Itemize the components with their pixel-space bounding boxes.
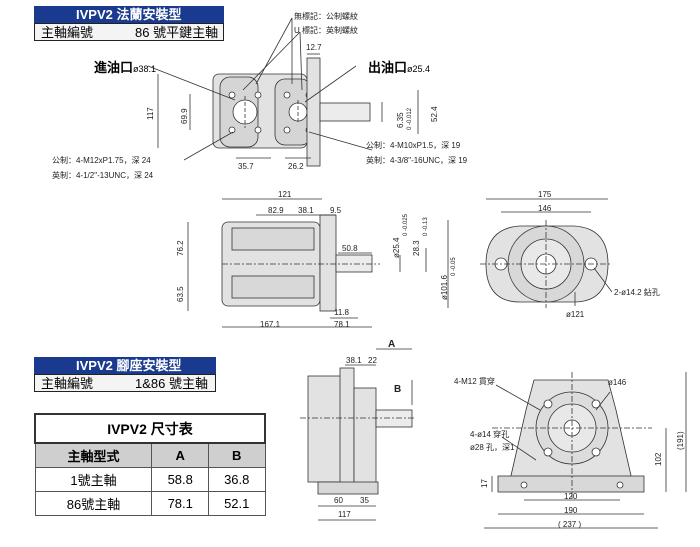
table-cell: 58.8 xyxy=(151,467,209,492)
foot-shaft-value: 1&86 號主軸 xyxy=(135,376,208,391)
inlet-port-size: ø38.1 xyxy=(133,64,157,74)
dim-12-7: 12.7 xyxy=(306,43,322,52)
table-row: 1號主軸 58.8 36.8 xyxy=(34,467,266,492)
dim-120: 120 xyxy=(564,492,578,501)
dim-35-7: 35.7 xyxy=(238,162,254,171)
dim-25-4-tol: 0 -0.025 xyxy=(403,213,409,236)
table-header-b: B xyxy=(207,442,266,468)
dimension-table: IVPV2 尺寸表 主軸型式 A B 1號主軸 58.8 36.8 86號主軸 … xyxy=(34,413,266,516)
dim-17: 17 xyxy=(480,479,489,488)
dim-102: 102 xyxy=(654,452,663,466)
flange-header: IVPV2 法蘭安裝型 xyxy=(34,6,224,23)
table-header-row: 主軸型式 A B xyxy=(34,442,266,468)
dim-146-foot: ø146 xyxy=(608,378,627,387)
table-header-a: A xyxy=(151,442,209,468)
foot-front-view xyxy=(492,372,652,498)
flange-shaft-row: 主軸編號 86 號平鍵主軸 xyxy=(34,23,224,41)
note-holes-14-2: 2-ø14.2 鉆孔 xyxy=(614,288,660,297)
dim-50-8: 50.8 xyxy=(342,244,358,253)
foot-header: IVPV2 腳座安裝型 xyxy=(34,357,216,374)
dim-190: 190 xyxy=(564,506,578,515)
dim-52-4: 52.4 xyxy=(430,106,439,122)
dim-26-2: 26.2 xyxy=(288,162,304,171)
outlet-port-label: 出油口 xyxy=(368,60,408,75)
dim-175: 175 xyxy=(538,190,552,199)
dim-38-1-foot: 38.1 xyxy=(346,356,362,365)
dim-25-4: ø25.4 xyxy=(392,237,401,258)
dim-11-8: 11.8 xyxy=(334,308,349,317)
note-m12: 4-M12 貫穿 xyxy=(454,377,495,386)
dim-a: A xyxy=(388,339,396,350)
dim-35: 35 xyxy=(360,496,369,505)
dim-101-6: ø101.6 xyxy=(440,275,449,300)
dim-146-end: 146 xyxy=(538,204,552,213)
foot-side-view xyxy=(300,367,416,495)
note-imperial-right: 英制：4-3/8"-16UNC，深 19 xyxy=(366,156,468,165)
flange-shaft-value: 86 號平鍵主軸 xyxy=(135,25,219,40)
inlet-port: 進油口ø38.1 xyxy=(94,57,156,76)
dim-82-9: 82.9 xyxy=(268,206,284,215)
dim-22: 22 xyxy=(368,356,377,365)
dim-117-foot: 117 xyxy=(338,510,351,519)
dim-63-5: 63.5 xyxy=(176,286,185,302)
dim-76-2: 76.2 xyxy=(176,240,185,256)
dim-167-1: 167.1 xyxy=(260,320,281,329)
dim-b: B xyxy=(394,384,402,395)
inlet-port-label: 進油口 xyxy=(94,60,134,75)
table-cell: 86號主軸 xyxy=(34,491,153,516)
dim-121: 121 xyxy=(278,190,292,199)
flange-shaft-label: 主軸編號 xyxy=(41,25,94,40)
flange-front-view xyxy=(212,57,371,167)
dim-191: (191) xyxy=(676,431,685,450)
legend-u-mark: U 標記：英制螺紋 xyxy=(294,26,358,35)
dim-69-9: 69.9 xyxy=(180,108,189,124)
note-metric-left: 公制：4-M12xP1.75，深 24 xyxy=(52,156,151,165)
table-cell: 78.1 xyxy=(151,491,209,516)
end-view xyxy=(480,220,612,308)
table-cell: 1號主軸 xyxy=(34,467,153,492)
dim-38-1-side: 38.1 xyxy=(298,206,314,215)
dim-121-circle: ø121 xyxy=(566,310,585,319)
table-cell: 52.1 xyxy=(207,491,266,516)
table-cell: 36.8 xyxy=(207,467,266,492)
dim-60: 60 xyxy=(334,496,343,505)
table-title: IVPV2 尺寸表 xyxy=(34,413,266,444)
outlet-port: 出油口ø25.4 xyxy=(368,57,430,76)
dim-28-3-tol: 0 -0.13 xyxy=(423,217,429,236)
dim-28-3: 28.3 xyxy=(412,240,421,256)
dim-6-35-tol: 0 -0.012 xyxy=(407,107,413,130)
note-28-hole: ø28 孔，深1 xyxy=(470,443,515,452)
note-imperial-left: 英制：4-1/2"-13UNC，深 24 xyxy=(52,171,154,180)
side-view xyxy=(221,214,380,312)
legend-none-mark: 無標記：公制螺紋 xyxy=(294,12,358,21)
outlet-port-size: ø25.4 xyxy=(407,64,431,74)
dim-101-6-tol: 0 -0.05 xyxy=(451,257,457,276)
note-14-holes: 4-ø14 穿孔 xyxy=(470,430,510,439)
dim-117-flange: 117 xyxy=(146,107,155,120)
foot-shaft-row: 主軸編號 1&86 號主軸 xyxy=(34,374,216,392)
foot-shaft-label: 主軸編號 xyxy=(41,376,94,391)
note-metric-right: 公制：4-M10xP1.5，深 19 xyxy=(366,141,461,150)
dim-78-1: 78.1 xyxy=(334,320,350,329)
table-row: 86號主軸 78.1 52.1 xyxy=(34,491,266,516)
dim-9-5: 9.5 xyxy=(330,206,342,215)
dim-237: ( 237 ) xyxy=(558,520,582,529)
table-header-shaft: 主軸型式 xyxy=(34,442,153,468)
